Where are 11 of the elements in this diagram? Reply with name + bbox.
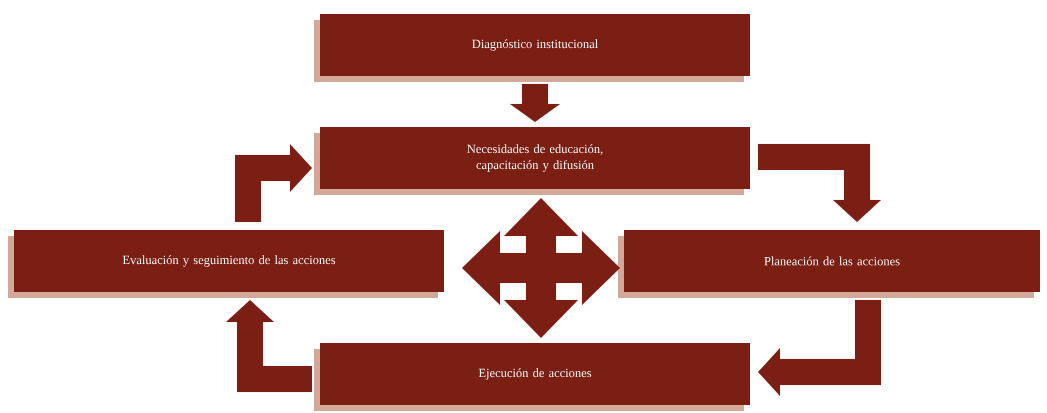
process-box: Ejecución de acciones (314, 343, 750, 411)
block-arrow (509, 83, 561, 123)
process-box: Diagnóstico institucional (314, 14, 750, 82)
block-arrow (461, 230, 621, 306)
block-arrow (757, 143, 882, 223)
process-box: Evaluación y seguimiento de las acciones (8, 230, 444, 298)
block-arrow (757, 299, 882, 397)
block-arrow (225, 299, 313, 393)
process-box: Necesidades de educación, capacitación y difusión (314, 127, 750, 195)
block-arrow (234, 143, 313, 223)
process-box: Planeación de las acciones (618, 230, 1040, 298)
